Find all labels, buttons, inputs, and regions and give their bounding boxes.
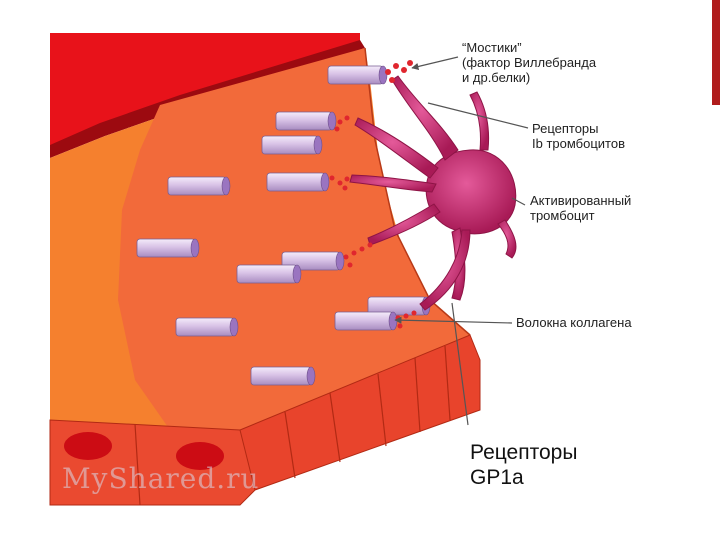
collagen-fiber [276,112,336,130]
label-platelet: Активированный тромбоцит [530,193,631,223]
label-collagen: Волокна коллагена [516,315,632,330]
collagen-fiber [262,136,322,154]
collagen-fiber [168,177,230,195]
collagen-fiber [237,265,301,283]
label-platelet-line-1: Активированный [530,193,631,208]
label-bridges-line-2: (фактор Виллебранда [462,55,596,70]
collagen-fiber [335,312,397,330]
label-receptors-gp1a: Рецепторы GP1a [470,440,577,490]
label-platelet-line-2: тромбоцит [530,208,631,223]
label-collagen-line-1: Волокна коллагена [516,315,632,330]
label-receptors-gp1a-line-2: GP1a [470,465,577,490]
collagen-fiber [267,173,329,191]
collagen-fiber [176,318,238,336]
label-bridges-line-3: и др.белки) [462,70,596,85]
label-receptors-ib-line-2: Ib тромбоцитов [532,136,625,151]
collagen-fiber [251,367,315,385]
cell-nucleus [64,432,112,460]
label-receptors-ib: Рецепторы Ib тромбоцитов [532,121,625,151]
label-receptors-ib-line-1: Рецепторы [532,121,625,136]
collagen-fiber [137,239,199,257]
label-bridges-line-1: “Мостики” [462,40,596,55]
watermark: MyShared.ru [62,462,260,495]
label-bridges: “Мостики” (фактор Виллебранда и др.белки… [462,40,596,85]
label-receptors-gp1a-line-1: Рецепторы [470,440,577,465]
collagen-fiber [328,66,387,84]
